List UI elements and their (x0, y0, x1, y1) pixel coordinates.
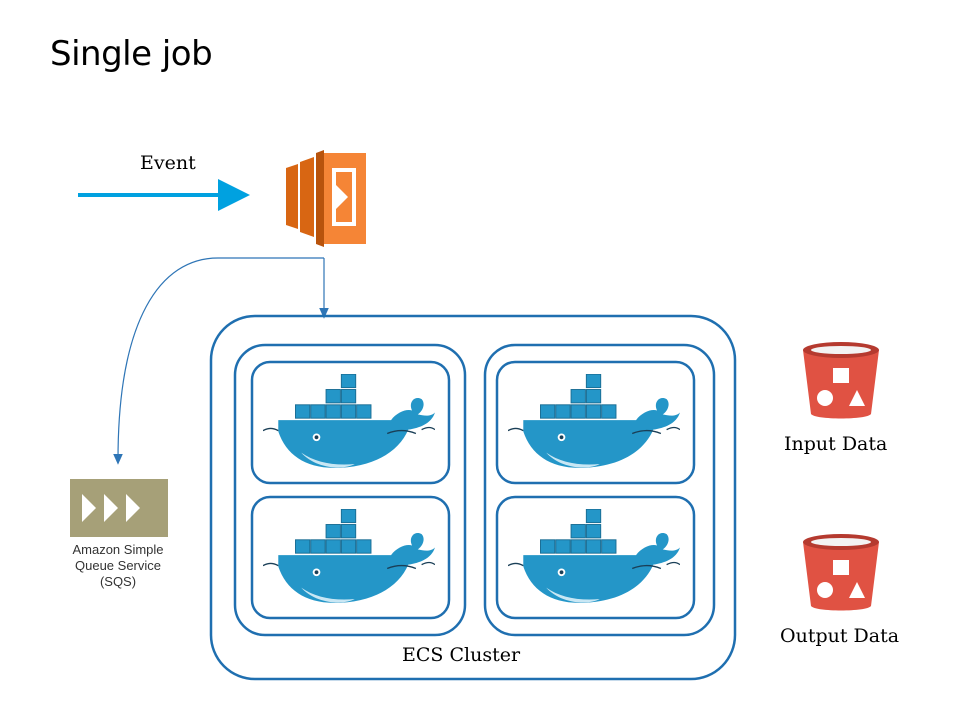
task-box-1 (250, 360, 451, 485)
docker-whale-icon (263, 374, 435, 469)
docker-whale-icon (508, 374, 680, 469)
lambda-icon (286, 150, 366, 247)
docker-whale-icon (263, 509, 435, 604)
s3-bucket-output-icon (803, 534, 879, 611)
event-label: Event (140, 152, 196, 174)
ecs-instance-right (483, 343, 716, 637)
slide-title: Single job (50, 34, 213, 74)
ecs-instance-left (233, 343, 467, 637)
sqs-icon (70, 479, 168, 537)
ecs-cluster-box (209, 314, 737, 681)
lambda-to-sqs-arrow (113, 257, 324, 465)
task-box-2 (495, 360, 696, 485)
output-data-label: Output Data (780, 625, 900, 647)
ecs-cluster-label: ECS Cluster (402, 644, 521, 666)
s3-bucket-input-icon (803, 342, 879, 419)
task-box-3 (250, 495, 451, 620)
docker-whale-icon (508, 509, 680, 604)
task-box-4 (495, 495, 696, 620)
sqs-label: Amazon Simple Queue Service (SQS) (72, 542, 164, 589)
input-data-label: Input Data (784, 433, 888, 455)
